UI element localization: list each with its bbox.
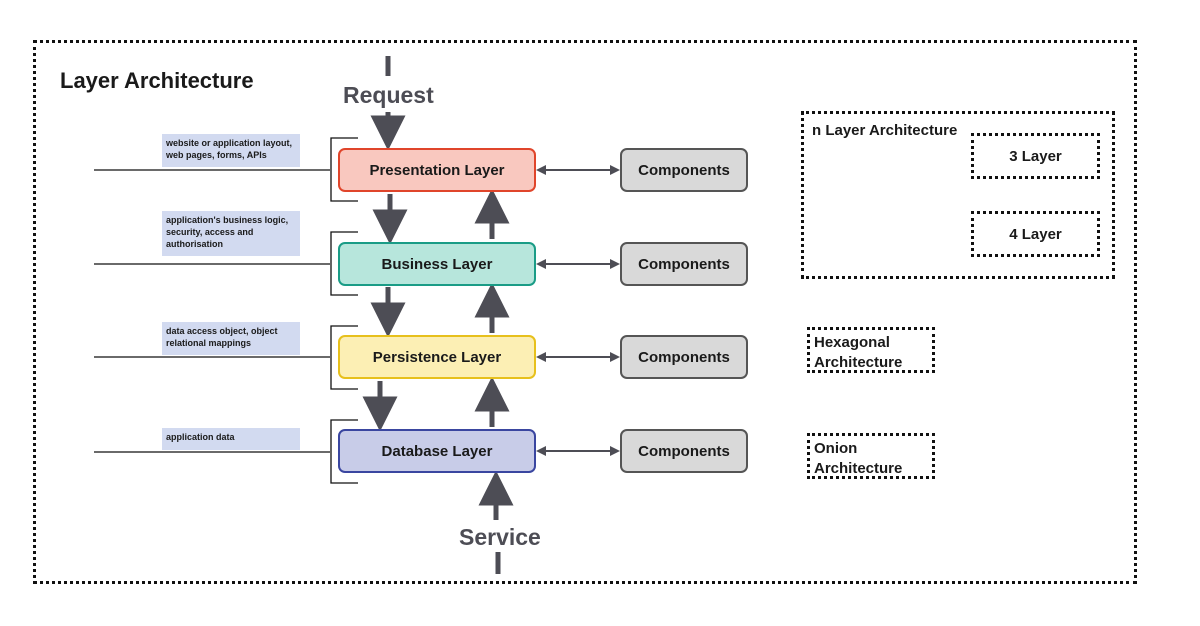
persistence-layer: Persistence Layer — [338, 335, 536, 379]
note-presentation: website or application layout, web pages… — [162, 134, 300, 167]
note-database: application data — [162, 428, 300, 450]
bracket-4 — [330, 419, 358, 484]
service-label: Service — [459, 524, 541, 550]
request-label: Request — [343, 82, 434, 108]
n-layer-architecture-box: n Layer Architecture — [801, 111, 1115, 279]
note-persistence: data access object, object relational ma… — [162, 322, 300, 355]
components-box-4: Components — [620, 429, 748, 473]
business-layer: Business Layer — [338, 242, 536, 286]
diagram-frame — [33, 40, 1137, 584]
onion-architecture-box: Onion Architecture — [807, 433, 935, 479]
bracket-3 — [330, 325, 358, 390]
hexagonal-line-1: Hexagonal — [814, 334, 890, 351]
onion-line-1: Onion — [814, 440, 858, 457]
bracket-1 — [330, 137, 358, 202]
components-box-3: Components — [620, 335, 748, 379]
components-box-1: Components — [620, 148, 748, 192]
diagram-title: Layer Architecture — [60, 68, 254, 93]
hexagonal-line-2: Architecture — [814, 354, 903, 371]
hexagonal-architecture-box: Hexagonal Architecture — [807, 327, 935, 373]
n-layer-architecture-title: n Layer Architecture — [812, 122, 958, 139]
database-layer: Database Layer — [338, 429, 536, 473]
three-layer-box: 3 Layer — [971, 133, 1100, 179]
bracket-2 — [330, 231, 358, 296]
onion-line-2: Architecture — [814, 460, 903, 477]
four-layer-box: 4 Layer — [971, 211, 1100, 257]
components-box-2: Components — [620, 242, 748, 286]
note-business: application's business logic, security, … — [162, 211, 300, 256]
presentation-layer: Presentation Layer — [338, 148, 536, 192]
